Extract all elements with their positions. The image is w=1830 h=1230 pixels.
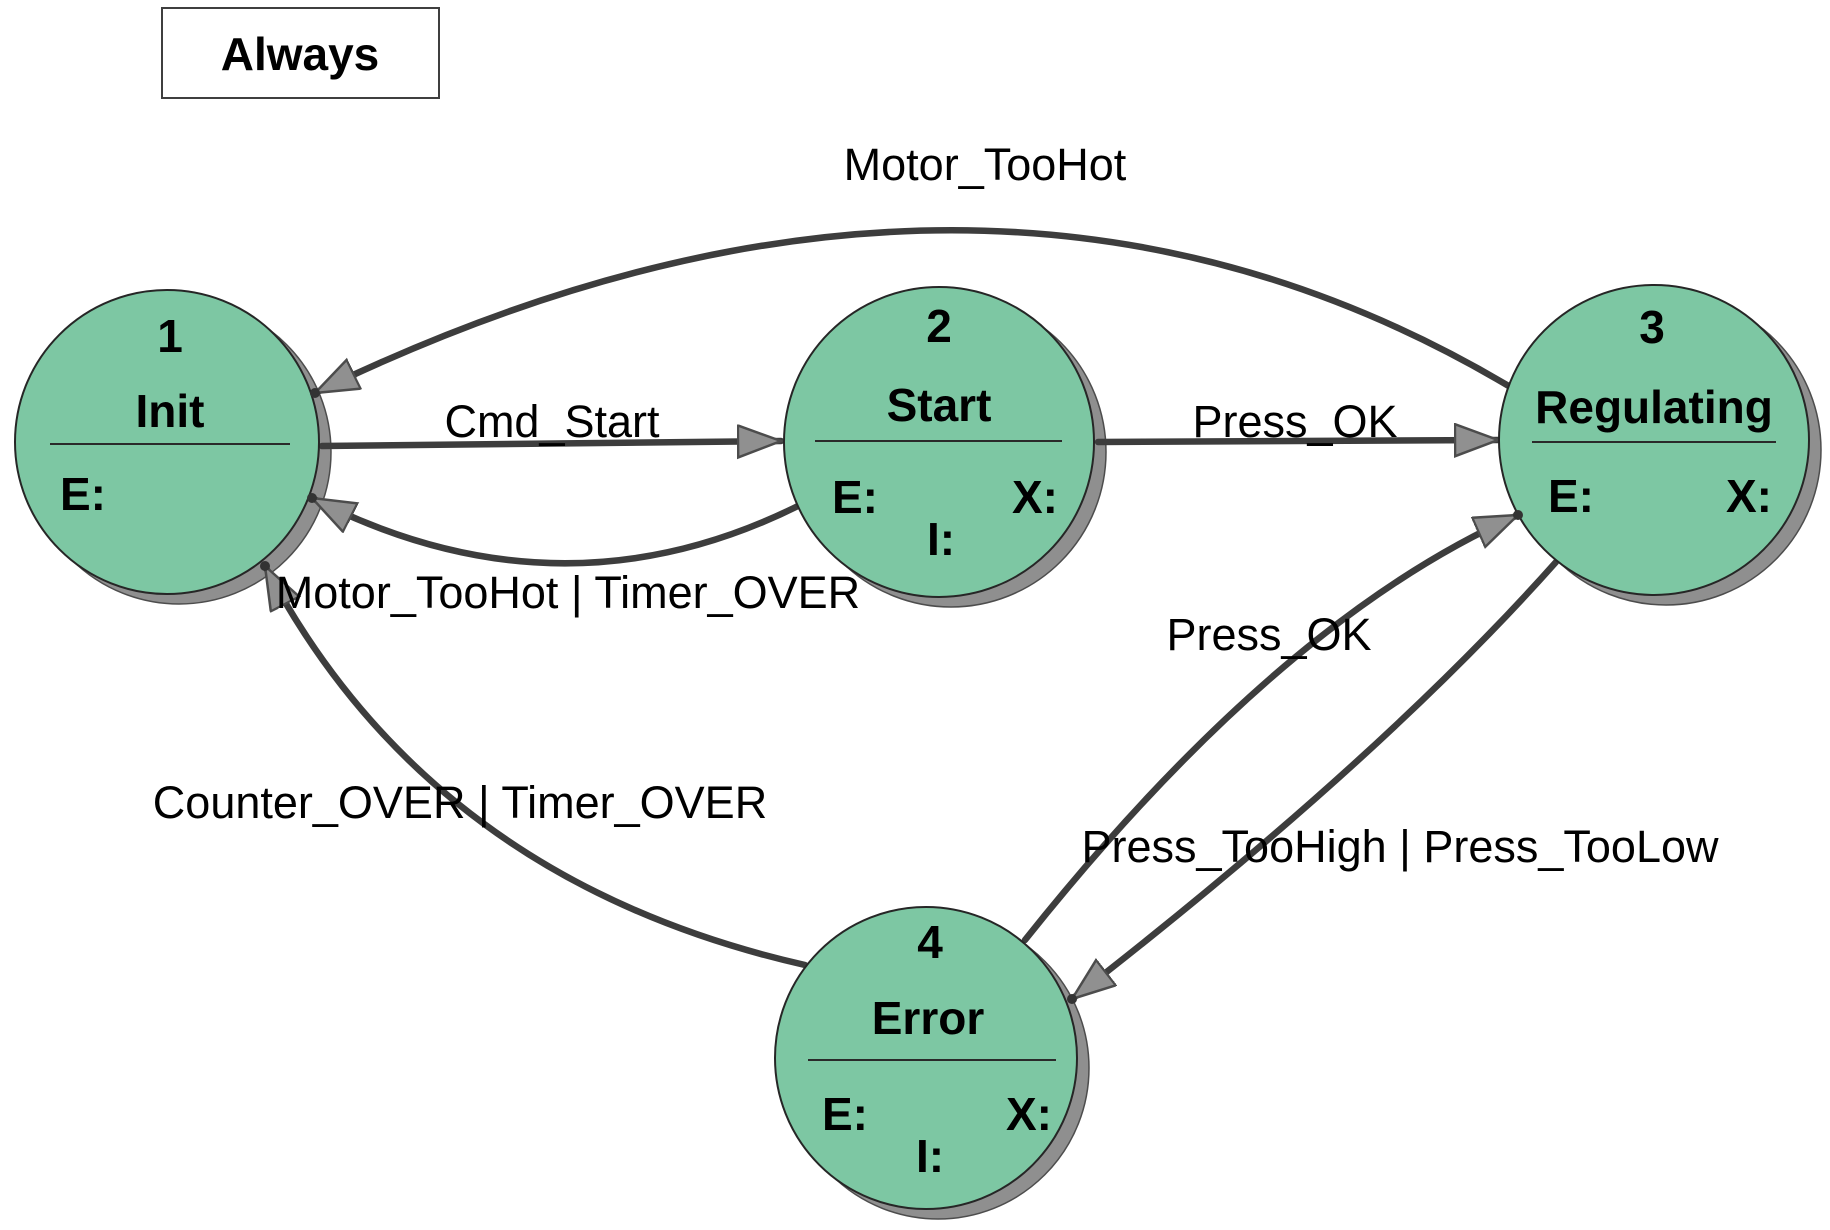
error-in-label: I: [916,1130,944,1182]
start-entry-label: E: [832,471,878,523]
transition-start-to-init-line[interactable] [308,494,804,567]
dot-start-to-init [307,493,317,503]
error-name: Error [872,992,985,1044]
regulating-name: Regulating [1535,381,1773,433]
regulating-circle[interactable] [1498,284,1810,596]
regulating-exit-label: X: [1726,470,1772,522]
error-entry-label: E: [822,1088,868,1140]
always-block[interactable]: Always [161,7,440,99]
start-name: Start [887,379,992,431]
start-in-label: I: [927,513,955,565]
state-error[interactable]: 4 Error E: X: I: [774,906,1078,1210]
dot-error-to-init [260,561,270,571]
transition-error-to-init-line[interactable] [261,562,809,969]
always-box[interactable] [161,7,440,99]
transition-edges [261,227,1560,1003]
dot-error-to-regulating [1513,510,1523,520]
always-label: Always [221,28,380,80]
transition-error-to-regulating-line[interactable] [1021,511,1518,944]
init-entry-label: E: [60,468,106,520]
dot-regulating-to-init [310,388,320,398]
transition-regulating-to-init-line[interactable] [311,227,1516,397]
label-motor-toohot-timer-over[interactable]: Motor_TooHot | Timer_OVER [276,567,860,618]
label-press-toohigh-press-toolow[interactable]: Press_TooHigh | Press_TooLow [1081,821,1719,872]
state-regulating[interactable]: 3 Regulating E: X: [1498,284,1810,596]
transition-regulating-to-error-line[interactable] [1068,558,1560,1003]
label-counter-over-timer-over[interactable]: Counter_OVER | Timer_OVER [153,777,767,828]
dot-regulating-to-error [1067,994,1077,1004]
init-number: 1 [157,310,183,362]
transition-init-to-start-line[interactable] [318,441,781,446]
init-name: Init [136,385,205,437]
state-init[interactable]: 1 Init E: [14,289,320,595]
state-start[interactable]: 2 Start E: X: I: [783,286,1095,598]
init-circle[interactable] [14,289,320,595]
start-number: 2 [926,300,952,352]
label-motor-toohot[interactable]: Motor_TooHot [844,139,1127,190]
transition-start-to-regulating-line[interactable] [1094,440,1498,442]
regulating-entry-label: E: [1548,470,1594,522]
error-circle[interactable] [774,906,1078,1210]
error-number: 4 [917,916,943,968]
regulating-number: 3 [1639,301,1665,353]
label-press-ok-bottom[interactable]: Press_OK [1166,609,1371,660]
start-exit-label: X: [1012,471,1058,523]
transition-labels: Motor_TooHot Cmd_Start Press_OK Motor_To… [153,139,1719,872]
connection-dots [260,388,1523,1004]
label-press-ok-top[interactable]: Press_OK [1192,396,1397,447]
error-exit-label: X: [1006,1088,1052,1140]
label-cmd-start[interactable]: Cmd_Start [444,396,660,447]
